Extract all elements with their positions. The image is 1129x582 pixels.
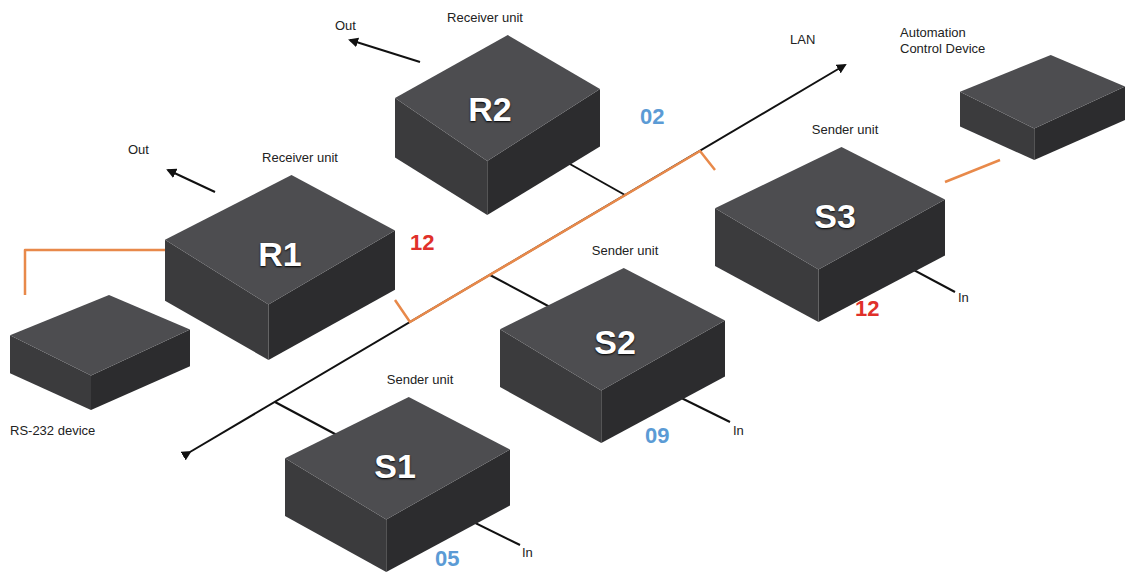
serial-link [25,250,165,295]
output-arrow [168,170,215,192]
unit-id: R1 [240,235,320,273]
unit-label: Sender unit [780,122,910,138]
device-node: Sender unitS1 [285,372,510,572]
callout-number: 05 [435,546,459,572]
unit-id: R2 [450,90,530,128]
device-face [285,397,510,520]
device-face [395,35,600,161]
device-node: Receiver unitR1 [165,150,395,360]
signal-label: LAN [790,32,815,47]
output-arrow [350,40,420,62]
device-face [10,295,190,376]
unit-id: S3 [795,197,875,235]
signal-label: In [733,423,744,438]
callout-number: 02 [640,104,664,130]
device-body [10,295,190,410]
device-body [960,55,1125,160]
device-node: Sender unitS2 [500,243,725,443]
device-face [165,175,395,305]
signal-label: Out [335,18,356,33]
unit-label: Automation Control Device [900,25,1000,57]
device-node: RS-232 device [10,295,190,445]
device-face [500,268,725,391]
callout-number: 12 [410,230,434,256]
device-node: Automation Control Device [900,25,1125,160]
unit-label: Sender unit [560,243,690,259]
unit-label: Receiver unit [420,10,550,26]
signal-label: In [522,545,533,560]
unit-label: Receiver unit [235,150,365,166]
unit-id: S1 [355,447,435,485]
device-face [715,147,945,270]
device-node: Sender unitS3 [715,122,945,322]
signal-label: Out [128,142,149,157]
callout-number: 12 [855,296,879,322]
device-node: Receiver unitR2 [395,10,600,215]
unit-label: RS-232 device [10,423,150,439]
unit-label: Sender unit [355,372,485,388]
signal-label: In [958,290,969,305]
unit-id: S2 [575,323,655,361]
device-face [960,55,1125,129]
serial-link [945,160,1000,182]
callout-number: 09 [645,423,669,449]
